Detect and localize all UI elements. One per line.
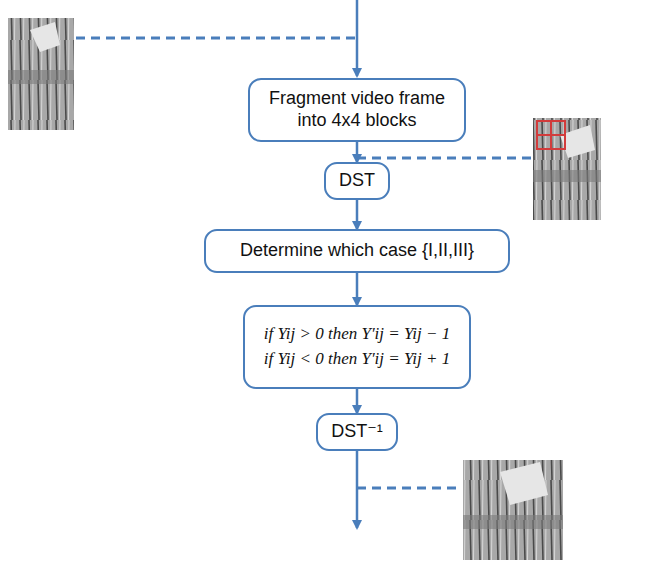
input-arrow — [356, 0, 359, 76]
block-thumbnail — [533, 118, 601, 220]
flow-arrow — [356, 142, 359, 162]
flow-arrow — [356, 200, 359, 229]
process-box: Fragment video frame into 4x4 blocks — [248, 78, 466, 142]
flow-arrow — [356, 273, 359, 305]
output-arrow — [356, 451, 359, 528]
box-label: DST⁻¹ — [331, 421, 383, 443]
dashed-leader — [357, 157, 531, 160]
transform-box: DST — [324, 162, 390, 200]
result-thumbnail — [463, 460, 563, 560]
rule-box: if Yij > 0 then Y′ij = Yij − 1if Yij < 0… — [243, 305, 471, 389]
transform-box: DST⁻¹ — [316, 413, 398, 451]
decision-box: Determine which case {I,II,III} — [204, 229, 510, 273]
box-label: Fragment video frame into 4x4 blocks — [262, 88, 452, 131]
dashed-leader — [357, 487, 461, 490]
dashed-leader — [76, 37, 357, 40]
video-frame-thumbnail — [8, 18, 74, 130]
box-label: Determine which case {I,II,III} — [240, 240, 474, 262]
rule-text: if Yij > 0 then Y′ij = Yij − 1 — [264, 322, 450, 347]
flow-arrow — [356, 389, 359, 413]
rule-text: if Yij < 0 then Y′ij = Yij + 1 — [264, 347, 450, 372]
box-label: DST — [339, 170, 375, 192]
